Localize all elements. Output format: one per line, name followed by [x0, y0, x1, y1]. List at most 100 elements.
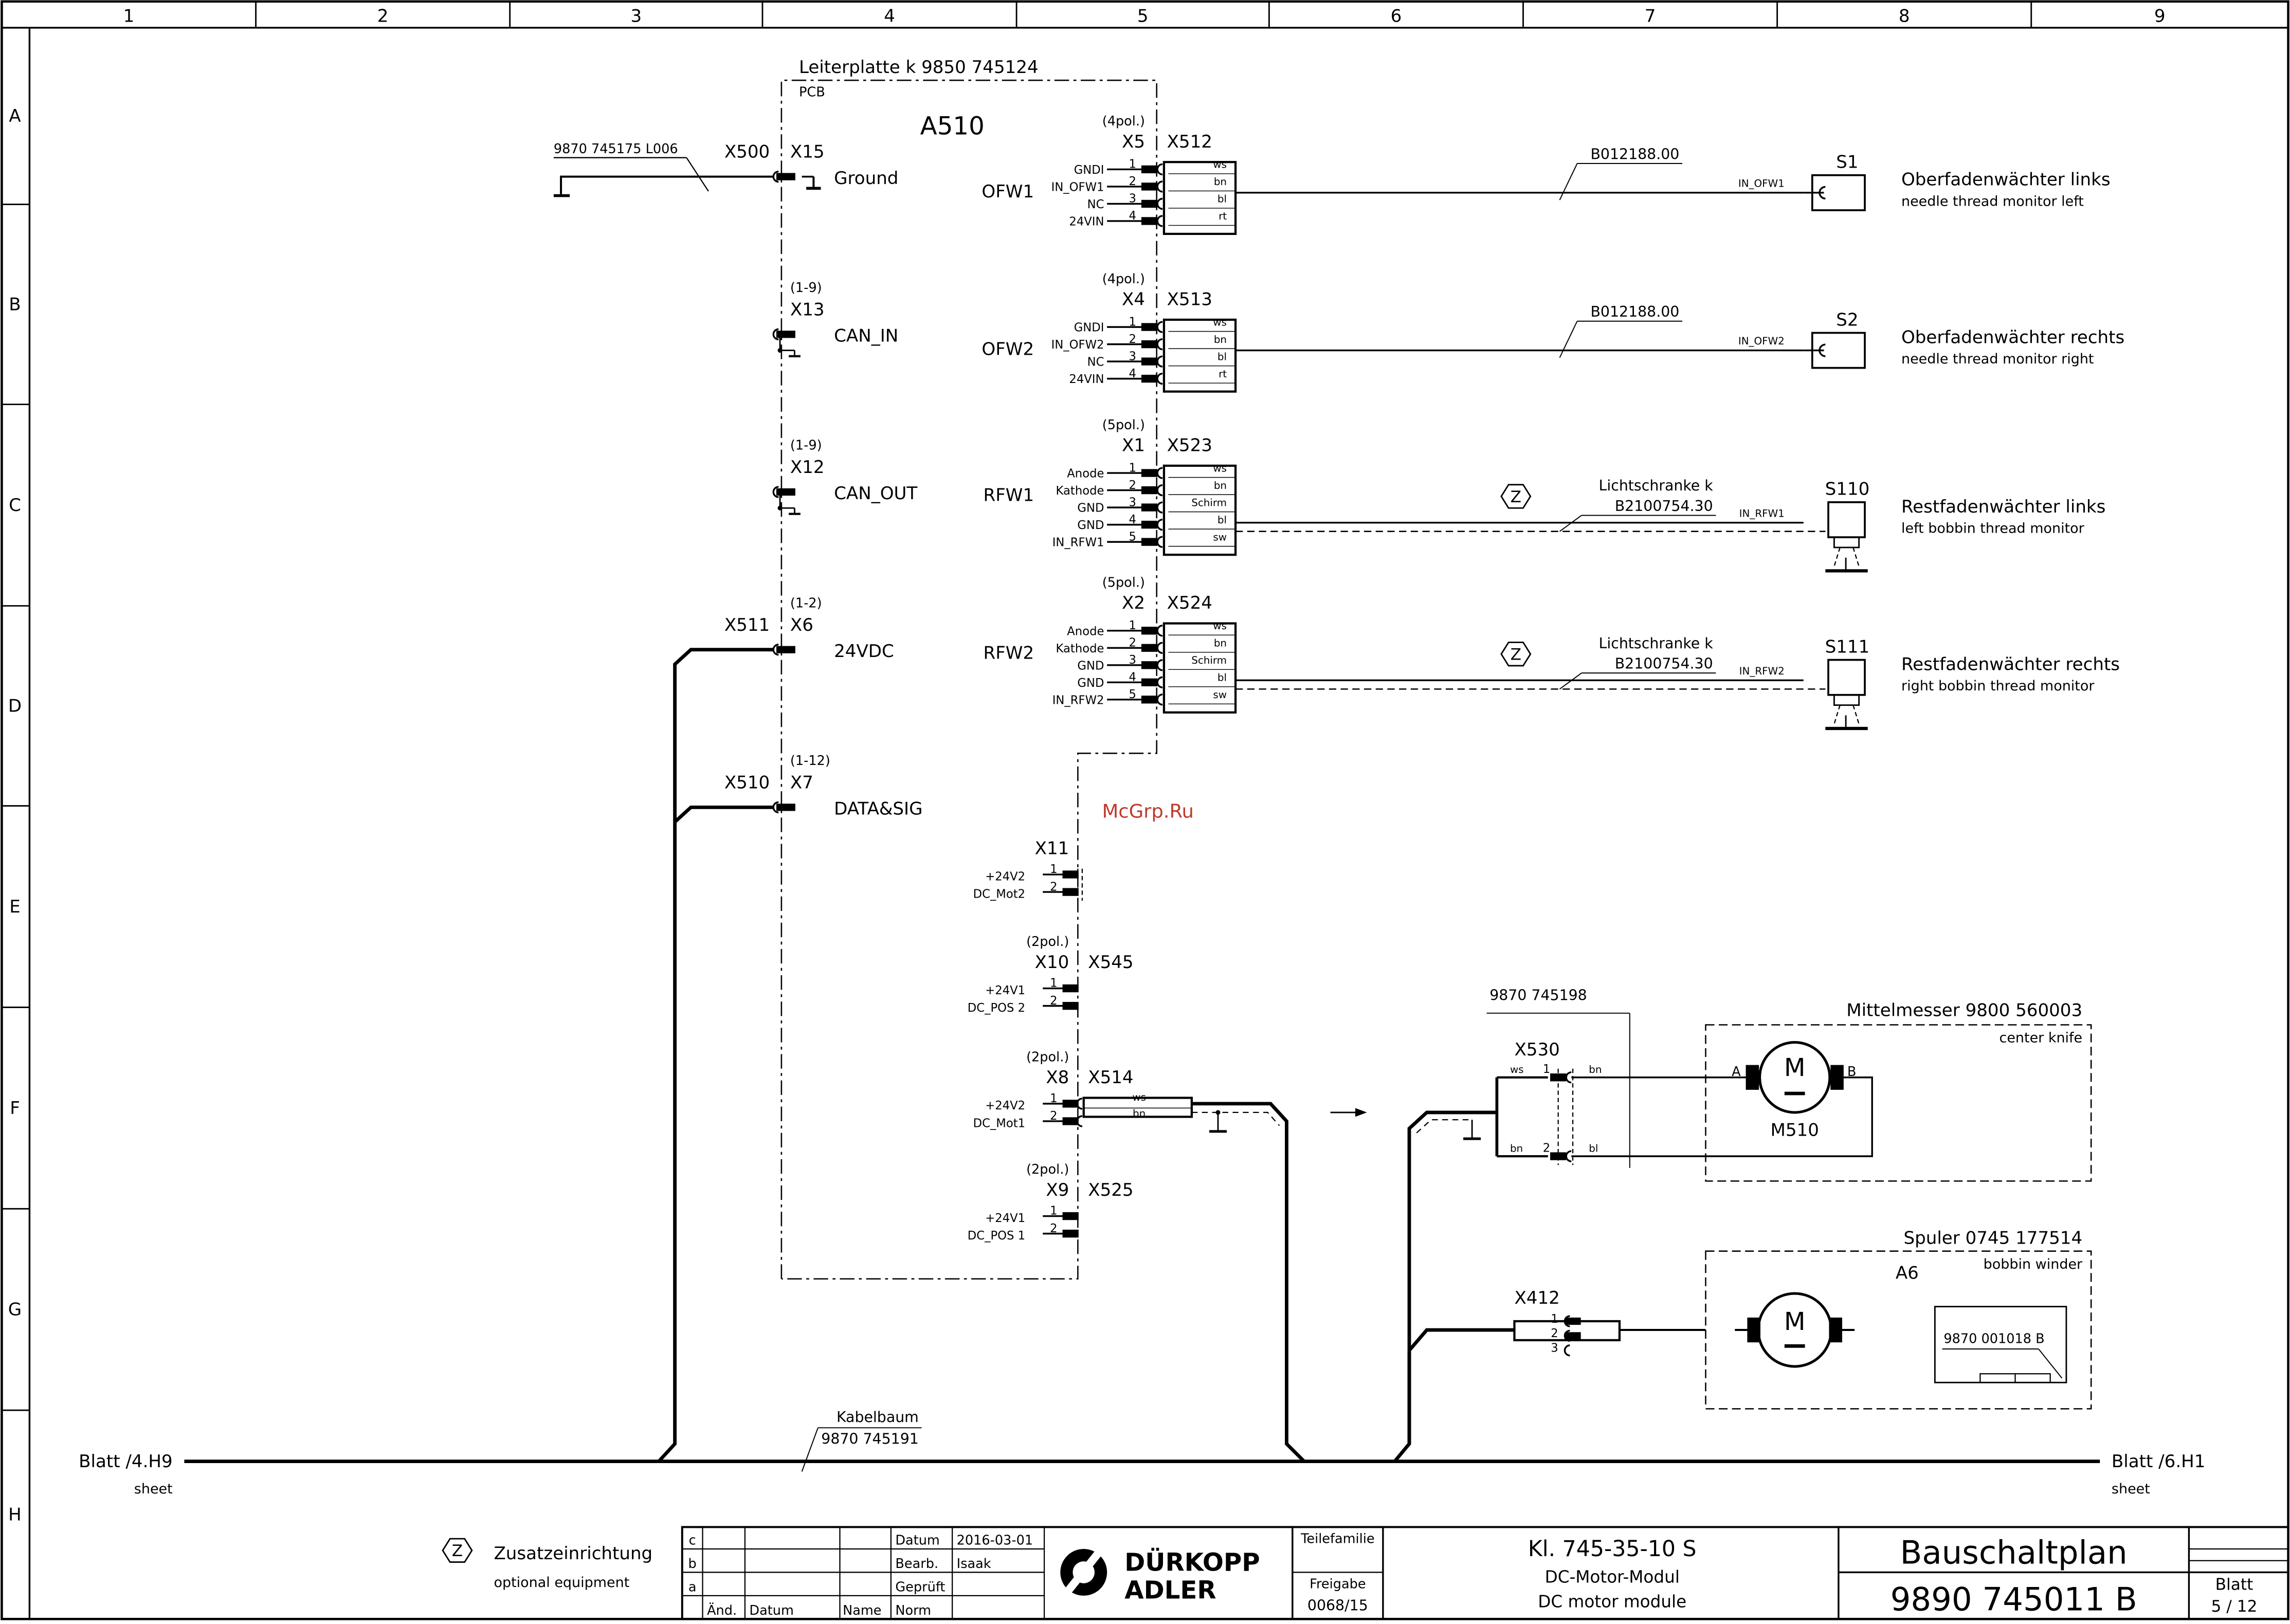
connector-x6-label: 24VDC: [834, 641, 894, 662]
knife-wire-color: bn: [1589, 1064, 1602, 1075]
sensor-group-rfw1-option-hexagon: [1500, 484, 1532, 509]
sensor-group-rfw2-plug-socket: [1156, 694, 1163, 706]
winder-pin-number: 1: [1551, 1312, 1558, 1326]
sensor-group-rfw2-wire-color: bn: [1214, 637, 1227, 649]
sensor-group-ofw1-function: OFW1: [982, 181, 1034, 202]
winder-pin: [1565, 1317, 1581, 1325]
connector-x8-pin-number: 1: [1050, 1092, 1057, 1105]
sensor-group-rfw2-pin-number: 3: [1129, 653, 1136, 667]
sensor-group-ofw2-mate: X513: [1167, 289, 1212, 310]
sensor-group-ofw1-plug-body: [1141, 165, 1158, 174]
sensor-group-ofw1-wire-color: rt: [1219, 210, 1227, 222]
sensor-group-rfw2-plug-socket: [1156, 642, 1163, 654]
sensor-group-ofw2-plug-socket: [1156, 338, 1163, 351]
sensor-group-rfw1-pin-label: GND: [1077, 519, 1104, 532]
connector-x7-mate: X510: [724, 772, 770, 793]
wire-line: [1833, 547, 1841, 567]
sensor-group-rfw1-wire-color: bl: [1217, 514, 1227, 526]
knife-motor-symbol: [1758, 1041, 1831, 1114]
sensor-group-ofw1-wire-color: bn: [1214, 176, 1227, 188]
connector-x13-socket: [772, 328, 779, 340]
legend-option-letter: Z: [452, 1542, 463, 1560]
sensor-group-ofw2-plug-socket: [1156, 372, 1163, 385]
knife-motor-id: M510: [1771, 1120, 1819, 1140]
title-field-label: Geprüft: [895, 1579, 945, 1595]
watermark-text: McGrp.Ru: [1102, 800, 1193, 822]
sensor-group-rfw1-pin-number: 2: [1129, 479, 1136, 492]
machine-class: Kl. 745-35-10 S: [1528, 1536, 1697, 1562]
knife-motor-terminal: [1746, 1065, 1759, 1090]
sensor-group-ofw2-title: Oberfadenwächter rechts: [1901, 327, 2124, 348]
column-label-5: 5: [1137, 6, 1149, 27]
sensor-group-ofw2-plug-body: [1141, 357, 1158, 366]
connector-x13-pins: (1-9): [790, 280, 822, 296]
sensor-group-rfw1-mate: X523: [1167, 435, 1212, 455]
sensor-group-rfw2-function: RFW2: [984, 643, 1034, 663]
sensor-group-ofw1-wire-color: bl: [1217, 193, 1227, 205]
sensor-group-rfw2-plug-socket: [1156, 659, 1163, 671]
connector-x11-pin-body: [1062, 870, 1079, 879]
sensor-group-rfw2-wire-color: Schirm: [1191, 654, 1227, 666]
connector-x6-pins: (1-2): [790, 595, 822, 611]
title-field-label: Bearb.: [895, 1556, 938, 1572]
sensor-group-ofw2-function: OFW2: [982, 339, 1034, 360]
knife-pin-number: 2: [1543, 1142, 1550, 1155]
row-label-E: E: [9, 897, 21, 917]
knife-cable-label: 9870 745198: [1489, 987, 1587, 1003]
sensor-group-ofw1-plug-socket: [1156, 215, 1163, 227]
sensor-group-rfw2-cable-part: B2100754.30: [1615, 655, 1713, 672]
column-label-6: 6: [1391, 6, 1402, 27]
sensor-group-rfw2-option-letter: Z: [1511, 646, 1521, 664]
knife-terminal-label: B: [1847, 1064, 1857, 1080]
column-label-1: 1: [123, 6, 135, 27]
connector-x9-pin-number: 2: [1050, 1222, 1057, 1235]
knife-plug-2-socket: [1565, 1150, 1572, 1162]
connector-x8-pin-label: DC_Mot1: [973, 1117, 1026, 1130]
sensor-group-ofw2-device-id: S2: [1836, 309, 1858, 330]
winder-pin: [1565, 1332, 1581, 1340]
sensor-group-rfw1-plug-socket: [1156, 467, 1163, 479]
knife-wire-color: ws: [1510, 1064, 1524, 1075]
sensor-group-ofw2-pin-label: IN_OFW2: [1051, 338, 1104, 352]
sensor-group-ofw1-plug-socket: [1156, 180, 1163, 193]
sensor-group-ofw1-pin-label: 24VIN: [1069, 215, 1104, 228]
sensor-group-ofw1-title: Oberfadenwächter links: [1901, 170, 2111, 190]
sensor-group-ofw1-pin-number: 3: [1129, 192, 1136, 206]
title-german: DC-Motor-Modul: [1545, 1567, 1680, 1586]
release-number: 0068/15: [1307, 1597, 1368, 1614]
connector-x10-pin-label: DC_POS 2: [968, 1001, 1025, 1015]
sensor-group-rfw1-plug-socket: [1156, 501, 1163, 514]
connector-x15-label: Ground: [834, 168, 898, 189]
connector-x15-body: [776, 173, 795, 180]
sensor-group-ofw1-signal: IN_OFW1: [1738, 177, 1785, 189]
sensor-group-rfw1-plug-socket: [1156, 484, 1163, 497]
sensor-group-rfw1-wire-color: Schirm: [1191, 497, 1227, 508]
sensor-group-ofw1-wire-color: ws: [1213, 159, 1227, 171]
sensor-group-rfw1-device-lens: [1833, 536, 1860, 549]
sensor-group-ofw1-pin-number: 1: [1129, 158, 1136, 171]
sensor-group-rfw1-pin-number: 3: [1129, 496, 1136, 509]
sensor-group-rfw1-wire-color: sw: [1213, 531, 1227, 543]
wire-line: [1833, 705, 1841, 724]
sensor-group-ofw1-pin-label: GNDI: [1074, 163, 1104, 177]
connector-x7-label: DATA&SIG: [834, 799, 922, 819]
knife-wire-color: bn: [1510, 1143, 1523, 1155]
sensor-group-rfw2-mate: X524: [1167, 593, 1212, 613]
sensor-group-ofw1-subtitle: needle thread monitor left: [1901, 193, 2084, 209]
connector-x9-pin-label: +24V1: [985, 1212, 1025, 1225]
connector-x12-socket: [772, 486, 779, 498]
sensor-group-rfw1-pin-label: Anode: [1067, 467, 1104, 481]
row-label-B: B: [9, 294, 21, 315]
winder-terminal: [1747, 1317, 1760, 1343]
sensor-group-rfw2-title: Restfadenwächter rechts: [1901, 654, 2120, 674]
knife-motor-letter: M: [1784, 1053, 1806, 1082]
sensor-group-rfw1-function: RFW1: [984, 485, 1034, 506]
sensor-group-ofw2-wire-bundle: [1162, 318, 1237, 393]
winder-pcb-part: 9870 001018 B: [1943, 1331, 2044, 1347]
pcb-a510: Leiterplatte k 9850 745124PCBA510X15Grou…: [554, 57, 1157, 1280]
harness-label: Kabelbaum: [837, 1409, 919, 1426]
sensor-group-ofw1-cable-name: B012188.00: [1590, 146, 1679, 163]
sensor-group-rfw2-wire-color: sw: [1213, 689, 1227, 701]
family-label: Teilefamilie: [1300, 1531, 1374, 1547]
